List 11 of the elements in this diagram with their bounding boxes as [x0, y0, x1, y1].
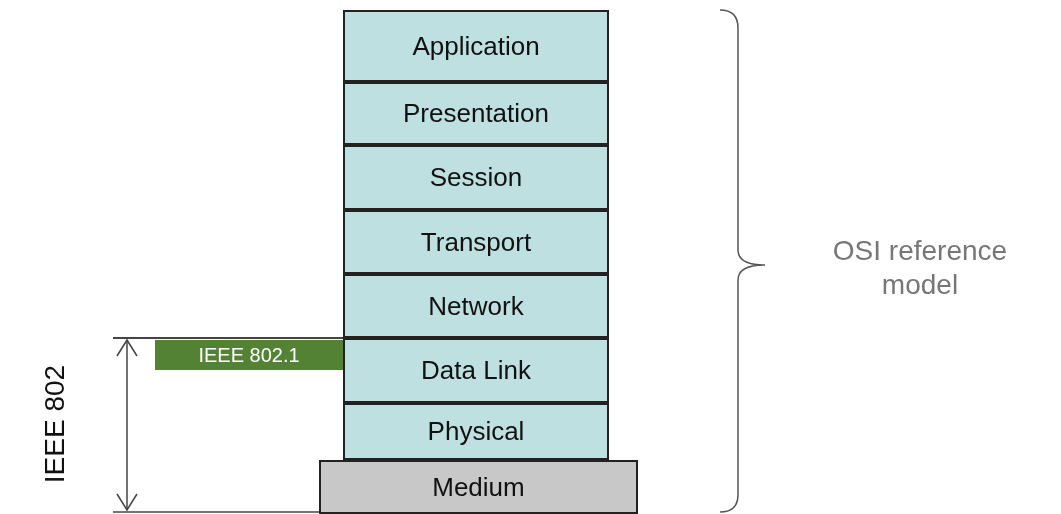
bracket-label: OSI reference model [831, 234, 1009, 302]
layer-box: Session [343, 145, 609, 210]
layer-box: Data Link [343, 338, 609, 403]
layer-box: Network [343, 274, 609, 338]
axis-label: IEEE 802 [39, 363, 71, 486]
medium-box: Medium [319, 460, 638, 514]
layer-box: Presentation [343, 82, 609, 145]
layer-box: Application [343, 10, 609, 82]
standard-tag: IEEE 802.1 [155, 340, 343, 370]
layer-box: Physical [343, 403, 609, 460]
layer-box: Transport [343, 210, 609, 274]
